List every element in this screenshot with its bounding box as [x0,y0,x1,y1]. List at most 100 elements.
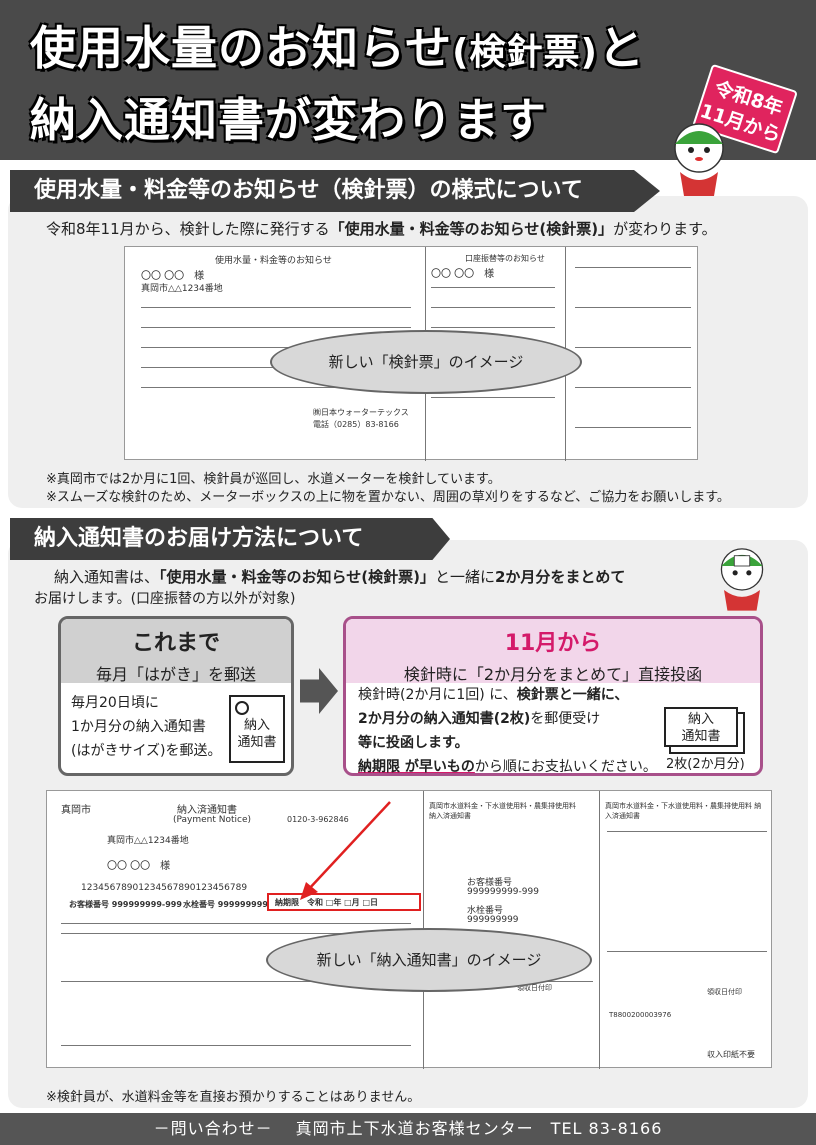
notice-right-title: 真岡市水道料金・下水道使用料・農集排使用料 納入済通知書 [605,802,762,820]
section-1-note-2: ※スムーズな検針のため、メーターボックスの上に物を置かない、周囲の草刈りをするな… [46,490,730,505]
notice-title: 納入済通知書 [177,805,237,816]
slip-row-line [141,387,411,388]
slip-right-name: 〇〇 〇〇 様 [431,269,495,280]
intro-line-1: 納入通知書は、「使用水量・料金等のお知らせ(検針票)」と一緒に2か月分をまとめて [54,566,625,588]
card-line-1: 納入 [243,718,270,733]
header-banner: 使用水量のお知らせ(検針票)と 納入通知書が変わります [0,0,816,160]
before-box-header: これまで 毎月「はがき」を郵送 [61,619,291,684]
slip-row-line [141,307,411,308]
slip-row-line [575,307,691,308]
after-notice-card: 納入 通知書 [664,707,738,747]
before-line-3: (はがきサイズ)を郵送。 [71,743,222,759]
after-line-4-post: から順にお支払いください。 [474,759,657,775]
notice-meter-value: 999999999 [467,915,519,925]
notice-cust-label: お客様番号 [467,878,513,888]
after-line-4-bold: 納期限 が早いもの [358,759,475,775]
slip-row-line [141,327,411,328]
slip-row-line [431,287,555,288]
notice-receipt-stamp-right: 領収日付印 [707,988,742,996]
notice-row-line [607,951,767,952]
intro-pre: 納入通知書は、 [54,568,160,586]
intro-bold: 「使用水量・料金等のお知らせ(検針票)」 [329,220,614,238]
intro-bold-2: 2か月分をまとめて [494,568,626,586]
after-line-2: 2か月分の納入通知書(2枚)を郵便受け [358,707,657,731]
section-2-heading: 納入通知書のお届け方法について [10,518,450,560]
mascot-icon [674,123,724,196]
after-line-4: 納期限 が早いものから順にお支払いください。 [358,755,657,775]
title-line-1: 使用水量のお知らせ(検針票)と [30,12,645,78]
card-line-2: 通知書 [681,729,721,744]
after-line-3: 等に投函します。 [358,735,469,751]
mascot-reader-icon [720,548,764,611]
section-1-heading: 使用水量・料金等のお知らせ（検針票）の様式について [10,170,660,212]
title-part-a: 使用水量のお知らせ [30,21,453,75]
notice-row-line [61,1045,411,1046]
slip-address: 真岡市△△1234番地 [141,284,223,294]
notice-phone: 0120-3-962846 [287,815,349,824]
section-1-note-1: ※真岡市では2か月に1回、検針員が巡回し、水道メーターを検針しています。 [46,472,501,487]
title-part-b: (検針票) [452,32,599,73]
intro-pre: 令和8年11月から、検針した際に発行する [46,220,330,238]
after-line-1: 検針時(2か月に1回) に、検針票と一緒に、 [358,683,657,707]
due-date-highlight [267,893,421,911]
notice-customer-number: お客様番号 999999999-999 [69,900,182,909]
section-2-intro: 納入通知書は、「使用水量・料金等のお知らせ(検針票)」と一緒に2か月分をまとめて… [34,566,625,610]
before-line-1: 毎月20日頃に [71,695,159,711]
before-description: 毎月20日頃に 1か月分の納入通知書 (はがきサイズ)を郵送。 [71,691,222,763]
contact-footer: －問い合わせ－ 真岡市上下水道お客様センター TEL 83-8166 [0,1113,816,1145]
after-box-header: 11月から 検針時に「2か月分をまとめて」直接投函 [346,619,760,684]
notice-title-en: (Payment Notice) [173,815,252,825]
slip-row-line [141,347,411,348]
notice-address: 真岡市△△1234番地 [107,836,189,846]
intro-line-2: お届けします。(口座振替の方以外が対象) [34,591,296,607]
before-line-2: 1か月分の納入通知書 [71,719,206,735]
before-box: これまで 毎月「はがき」を郵送 毎月20日頃に 1か月分の納入通知書 (はがきサ… [58,616,294,776]
slip-title: 使用水量・料金等のお知らせ [215,256,332,266]
before-subtitle: 毎月「はがき」を郵送 [95,665,256,684]
notice-row-line [61,933,411,934]
intro-bold-1: 「使用水量・料金等のお知らせ(検針票)」 [159,568,435,586]
title-part-c: と [598,21,646,75]
before-title: これまで [131,631,220,656]
after-line-1-bold: 検針票と一緒に、 [516,687,629,703]
notice-registration: T8800200003976 [609,1011,672,1019]
notice-due-date: 納期限 令和 □年 □月 □日 [275,898,379,907]
slip-tel: 電話（0285）83-8166 [313,420,399,429]
notice-divider-2 [599,791,600,1069]
section-1-intro: 令和8年11月から、検針した際に発行する「使用水量・料金等のお知らせ(検針票)」… [46,218,717,239]
slip-right-title: 口座振替等のお知らせ [465,254,545,263]
after-line-2-post: を郵便受け [530,711,601,727]
slip-company: ㈱日本ウォーターテックス [313,408,409,417]
intro-post: が変わります。 [613,220,717,238]
notice-row-line [61,923,411,924]
intro-mid: と一緒に [434,568,495,586]
slip-row-line [575,267,691,268]
stamp-circle-icon [235,701,249,715]
notice-mid-title: 真岡市水道料金・下水道使用料・農集排使用料 納入済通知書 [429,802,576,820]
after-box: 11月から 検針時に「2か月分をまとめて」直接投函 検針時(2か月に1回) に、… [343,616,763,776]
pointer-arrow-icon [300,801,391,900]
notice-row-line [607,831,767,832]
notice-cust-value: 999999999-999 [467,887,539,897]
slip-row-line [575,427,691,428]
card-line-1: 納入 [687,712,714,727]
before-notice-card: 納入 通知書 [229,695,285,763]
slip-row-line [431,307,555,308]
slip-row-line [575,387,691,388]
slip-image-caption: 新しい「検針票」のイメージ [270,330,582,394]
notice-barcode-number: 1234567890123456789012345678​9 [81,883,248,893]
after-subtitle: 検針時に「2か月分をまとめて」直接投函 [403,665,703,684]
title-line-2: 納入通知書が変わります [30,93,547,147]
slip-name: 〇〇 〇〇 様 [141,271,205,282]
slip-row-line [431,327,555,328]
notice-meter-label: 水栓番号 [467,906,504,916]
card-line-2: 通知書 [237,735,277,750]
after-card-caption: 2枚(2か月分) [666,757,745,772]
notice-name: 〇〇 〇〇 様 [107,861,171,872]
after-line-2-bold: 2か月分の納入通知書(2枚) [358,711,531,727]
notice-row-line [61,981,411,982]
notice-receipt-stamp: 領収日付印 [517,984,552,992]
slip-row-line [431,397,555,398]
after-description: 検針時(2か月に1回) に、検針票と一緒に、 2か月分の納入通知書(2枚)を郵便… [358,683,657,775]
notice-stamp-free: 収入印紙不要 [707,1050,755,1059]
